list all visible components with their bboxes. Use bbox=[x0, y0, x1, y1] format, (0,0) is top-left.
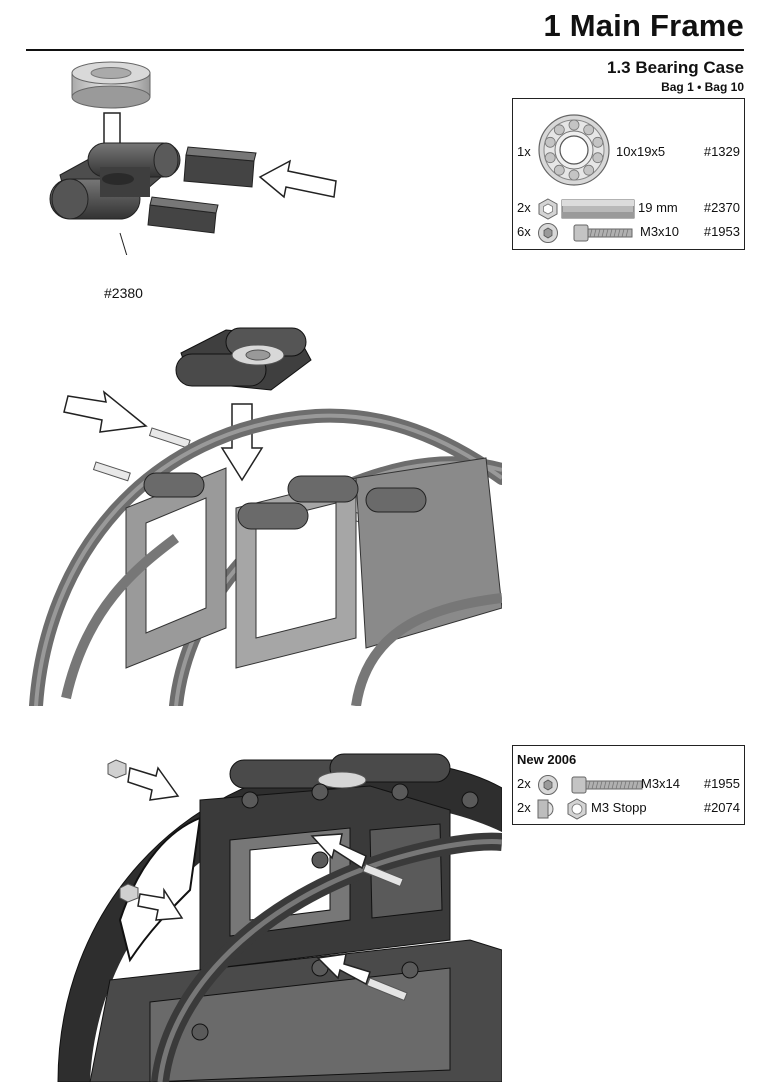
frame-new-2006-illustration bbox=[50, 740, 502, 1082]
stop-nut-icon bbox=[567, 798, 587, 820]
screw-head-top-icon bbox=[538, 775, 558, 795]
callout-leader-line bbox=[119, 232, 128, 255]
parts-size: M3x14 bbox=[641, 776, 681, 791]
parts-row-screw: 6x M3x10 #1953 bbox=[513, 223, 744, 247]
hex-nut-icon bbox=[538, 198, 558, 220]
parts-row-screw-m3x14: 2x M3x14 #1955 bbox=[513, 774, 744, 798]
socket-head-screw-icon bbox=[573, 224, 633, 242]
parts-qty: 2x bbox=[517, 776, 531, 791]
screw-part bbox=[362, 863, 408, 1002]
left-arrow bbox=[258, 159, 337, 199]
parts-size: 19 mm bbox=[638, 200, 678, 215]
parts-box-new-2006: New 2006 2x M3x14 #1955 2x bbox=[512, 745, 745, 825]
left-arrow bbox=[310, 833, 367, 870]
socket-head-screw-icon bbox=[571, 776, 643, 794]
parts-number: #2074 bbox=[703, 800, 740, 815]
section-title: 1.3 Bearing Case bbox=[606, 58, 744, 77]
frame-tubes bbox=[143, 472, 427, 530]
screw-head-top-icon bbox=[538, 223, 558, 243]
frame-assembly-illustration bbox=[26, 308, 502, 706]
right-arrow bbox=[137, 887, 184, 921]
right-arrow bbox=[127, 766, 180, 801]
parts-number: #2370 bbox=[703, 200, 740, 215]
parts-box-bearing-case: 1x 10x19x5 #1329 2x 19 mm #2370 bbox=[512, 98, 745, 250]
title-rule bbox=[26, 49, 744, 51]
bearing-case-part bbox=[49, 142, 181, 220]
parts-number: #1953 bbox=[703, 224, 740, 239]
hex-spacer-part bbox=[147, 146, 257, 234]
parts-row-spacer: 2x 19 mm #2370 bbox=[513, 198, 744, 223]
stop-nut-side-icon bbox=[537, 799, 554, 819]
part-callout-2380: #2380 bbox=[104, 285, 143, 301]
parts-row-bearing: 1x 10x19x5 #1329 bbox=[513, 99, 744, 199]
parts-size: M3x10 bbox=[640, 224, 680, 239]
parts-qty: 1x bbox=[517, 144, 531, 159]
stop-nut-part bbox=[107, 759, 139, 903]
parts-number: #1329 bbox=[703, 144, 740, 159]
parts-row-stop-nut: 2x M3 Stopp #2074 bbox=[513, 798, 744, 822]
parts-size: 10x19x5 bbox=[616, 144, 666, 159]
parts-qty: 2x bbox=[517, 200, 531, 215]
left-arrow bbox=[316, 953, 371, 986]
ball-bearing-part bbox=[71, 61, 151, 109]
right-arrow bbox=[63, 390, 148, 433]
bearing-case-part bbox=[175, 327, 312, 391]
bag-info: Bag 1 • Bag 10 bbox=[661, 80, 744, 94]
parts-number: #1955 bbox=[703, 776, 740, 791]
bearing-case-exploded-illustration bbox=[49, 61, 337, 255]
page-title: 1 Main Frame bbox=[543, 8, 744, 43]
parts-box-heading: New 2006 bbox=[517, 752, 577, 767]
parts-qty: 6x bbox=[517, 224, 531, 239]
parts-size: M3 Stopp bbox=[591, 800, 647, 815]
hex-spacer-icon bbox=[561, 199, 635, 219]
ball-bearing-icon bbox=[538, 114, 610, 186]
parts-qty: 2x bbox=[517, 800, 531, 815]
